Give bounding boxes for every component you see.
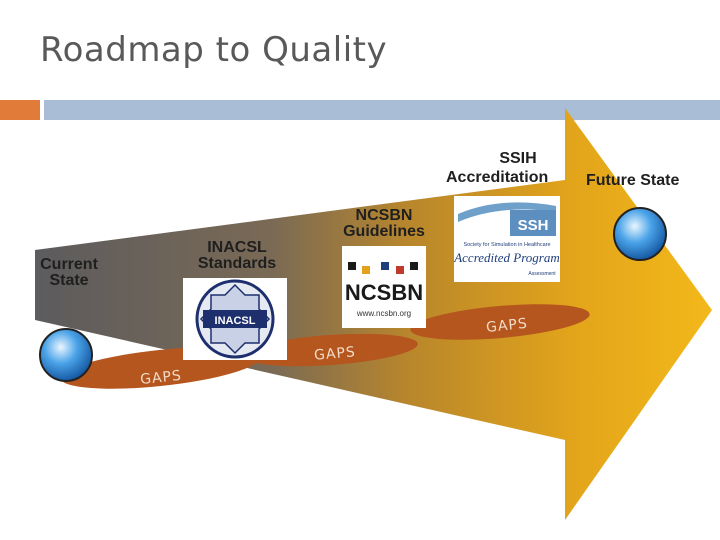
inacsl-logo: INACSL <box>195 279 275 359</box>
inacsl-standards-label: INACSL Standards <box>197 239 277 272</box>
future-state-label: Future State <box>586 172 680 189</box>
slide-title: Roadmap to Quality <box>40 30 388 70</box>
ncsbn-logo-url: www.ncsbn.org <box>356 309 411 318</box>
gaps-label-1: GAPS <box>139 368 182 388</box>
ssih-label: SSIH <box>499 150 537 167</box>
ssh-logo-society: Society for Simulation in Healthcare <box>463 242 550 248</box>
ssh-logo-text: SSH <box>518 217 549 234</box>
current-state-circle <box>39 328 93 382</box>
future-state-circle <box>613 207 667 261</box>
accent-bar-orange <box>0 100 40 120</box>
current-state-label: Current State <box>40 256 98 289</box>
ncsbn-logo-name: NCSBN <box>345 280 423 305</box>
ssh-logo-program: Accredited Program <box>453 250 560 265</box>
ssh-logo: SSH Society for Simulation in Healthcare… <box>453 202 560 277</box>
gaps-label-3: GAPS <box>485 316 528 336</box>
ncsbn-guidelines-label: NCSBN Guidelines <box>343 207 425 240</box>
ssh-logo-sub: Assessment <box>528 271 556 277</box>
ncsbn-logo: NCSBN www.ncsbn.org <box>345 262 423 318</box>
inacsl-logo-text: INACSL <box>215 315 256 327</box>
gaps-band-3 <box>410 304 590 340</box>
accent-bar-blue <box>44 100 720 120</box>
accreditation-label: Accreditation <box>446 169 549 186</box>
gaps-label-2: GAPS <box>313 344 356 364</box>
